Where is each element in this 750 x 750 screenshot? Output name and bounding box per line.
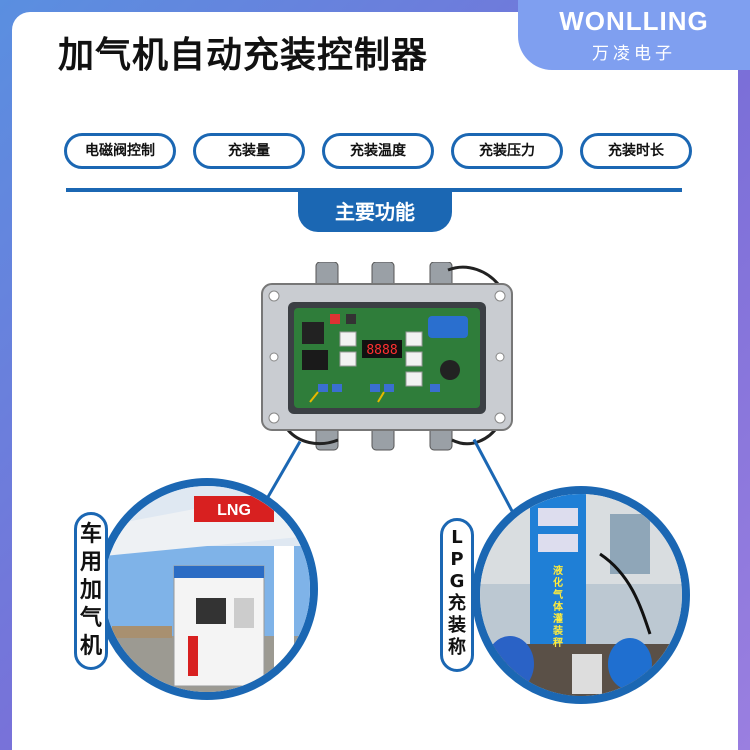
label-char: 车 bbox=[79, 522, 102, 547]
label-lpg-filling-scale: L P G 充 装 称 bbox=[440, 518, 474, 672]
cabinet-char: 气 bbox=[552, 588, 563, 601]
label-char: 用 bbox=[79, 550, 102, 575]
lpg-scale-photo: 液 化 气 体 灌 装 秤 bbox=[472, 486, 690, 704]
controller-image: 8888 bbox=[261, 262, 513, 451]
page-title: 加气机自动充装控制器 bbox=[58, 35, 429, 76]
feature-pill-temperature: 充装温度 bbox=[322, 133, 434, 169]
feature-pill-volume: 充装量 bbox=[193, 133, 305, 169]
label-char: 加 bbox=[79, 578, 102, 603]
label-char: 机 bbox=[79, 634, 102, 659]
cabinet-char: 装 bbox=[552, 624, 563, 637]
feature-pill-pressure: 充装压力 bbox=[451, 133, 563, 169]
brand-name-cn: 万凌电子 bbox=[592, 44, 676, 64]
label-vehicle-dispenser: 车 用 加 气 机 bbox=[74, 512, 108, 670]
cabinet-char: 化 bbox=[553, 576, 563, 589]
lng-station-photo: LNG bbox=[96, 478, 318, 700]
section-divider bbox=[66, 188, 682, 192]
display-digits: 8888 bbox=[366, 343, 397, 358]
cabinet-char: 液 bbox=[553, 564, 563, 577]
lng-sign-text: LNG bbox=[217, 502, 251, 519]
cabinet-char: 灌 bbox=[553, 612, 563, 625]
cabinet-char: 体 bbox=[553, 600, 564, 613]
label-char: 装 bbox=[448, 615, 466, 636]
label-char: 充 bbox=[448, 593, 466, 614]
cabinet-char: 秤 bbox=[553, 636, 563, 649]
feature-pill-duration: 充装时长 bbox=[580, 133, 692, 169]
feature-pill-solenoid: 电磁阀控制 bbox=[64, 133, 176, 169]
brand-logo: WONLLING 万凌电子 bbox=[518, 0, 750, 70]
label-char: L bbox=[451, 527, 463, 548]
label-char: P bbox=[450, 549, 464, 570]
label-char: 称 bbox=[448, 637, 466, 658]
section-label: 主要功能 bbox=[298, 192, 452, 232]
label-char: 气 bbox=[79, 606, 102, 631]
brand-name-en: WONLLING bbox=[559, 6, 709, 36]
label-char: G bbox=[449, 571, 465, 592]
